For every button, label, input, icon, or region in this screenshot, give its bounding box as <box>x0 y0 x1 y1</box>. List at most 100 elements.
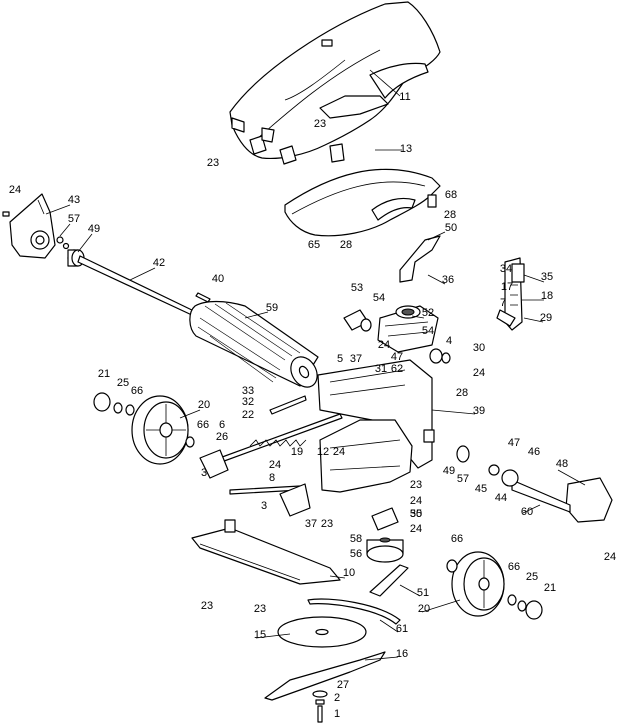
part-57-washer <box>62 242 70 250</box>
callout-c42: 42 <box>153 257 165 269</box>
callout-c66c: 66 <box>451 533 463 545</box>
callout-c8: 8 <box>269 472 275 484</box>
callout-c32: 32 <box>242 396 254 408</box>
callout-c45: 45 <box>475 483 487 495</box>
part-35-height-lever <box>496 257 525 331</box>
callout-c24a: 24 <box>9 184 21 196</box>
callout-c43: 43 <box>68 194 80 206</box>
part-55-plate <box>371 507 399 531</box>
callout-c54a: 54 <box>373 292 385 304</box>
part-11-catcher-cover <box>229 1 441 165</box>
callout-c24h: 24 <box>604 551 616 563</box>
callout-c1: 1 <box>334 708 340 720</box>
callout-c50: 50 <box>445 222 457 234</box>
callout-c20a: 20 <box>198 399 210 411</box>
callout-c49b: 49 <box>443 465 455 477</box>
part-24-screw <box>2 211 10 217</box>
part-48-chain-guard <box>565 477 613 523</box>
callout-c47a: 47 <box>391 351 403 363</box>
callout-c33: 33 <box>242 385 254 397</box>
part-3-bracket <box>279 483 311 517</box>
callout-c66b: 66 <box>197 419 209 431</box>
callout-c57b: 57 <box>457 473 469 485</box>
callout-c22: 22 <box>242 409 254 421</box>
callout-c3a: 3 <box>201 467 207 479</box>
callout-c66a: 66 <box>131 385 143 397</box>
part-49-bearing <box>456 445 470 463</box>
callout-c36: 36 <box>442 274 454 286</box>
callout-c60: 60 <box>521 506 533 518</box>
part-66-washer <box>125 404 135 416</box>
callout-c54b: 54 <box>422 325 434 337</box>
callout-c19: 19 <box>291 446 303 458</box>
callout-c16: 16 <box>396 648 408 660</box>
callout-c51: 51 <box>417 587 429 599</box>
callout-c24d: 24 <box>333 446 345 458</box>
callout-c21a: 21 <box>98 368 110 380</box>
callout-c53: 53 <box>351 282 363 294</box>
callout-c18: 18 <box>541 290 553 302</box>
part-20-wheel-right <box>451 551 505 617</box>
callout-c23e: 23 <box>201 600 213 612</box>
callout-c24g: 24 <box>410 523 422 535</box>
callout-c11: 11 <box>399 91 410 103</box>
callout-c2: 2 <box>334 692 340 704</box>
part-21-hub <box>525 600 543 620</box>
callout-c46: 46 <box>528 446 540 458</box>
part-15-disc <box>277 616 367 648</box>
callout-c34: 34 <box>500 263 512 275</box>
callout-c3b: 3 <box>261 500 267 512</box>
part-40-pin <box>195 292 211 303</box>
callout-c68: 68 <box>445 189 457 201</box>
callout-c26: 26 <box>216 431 228 443</box>
callout-c30b: 30 <box>410 508 422 520</box>
callout-c39: 39 <box>473 405 485 417</box>
part-51-belt <box>369 564 409 597</box>
part-20-wheel-left <box>131 395 189 465</box>
part-10-front-plate <box>191 519 341 585</box>
callout-c55: 55 <box>410 508 422 520</box>
part-57-washer <box>56 236 64 244</box>
part-59-roller <box>189 300 319 388</box>
callout-c12: 12 <box>317 446 329 458</box>
callout-c52: 52 <box>422 307 434 319</box>
callout-c66d: 66 <box>508 561 520 573</box>
leader-lines <box>45 69 586 661</box>
callout-c61: 61 <box>396 623 408 635</box>
callout-c28c: 28 <box>456 387 468 399</box>
callout-c37b: 37 <box>305 518 317 530</box>
part-2-nut <box>315 699 325 705</box>
callout-c24e: 24 <box>269 459 281 471</box>
callout-c29: 29 <box>540 312 552 324</box>
callout-c31: 31 <box>375 363 387 375</box>
part-56-pulley <box>366 537 404 563</box>
callout-c47b: 47 <box>508 437 520 449</box>
part-25-nut <box>517 600 527 612</box>
part-45-gear <box>488 464 500 476</box>
part-4-nut <box>441 352 451 364</box>
callout-c5: 5 <box>337 353 343 365</box>
callout-c59: 59 <box>266 302 278 314</box>
callout-c25b: 25 <box>526 571 538 583</box>
part-68-clip <box>427 194 437 208</box>
callout-c21b: 21 <box>544 582 556 594</box>
part-54-bearing <box>429 348 443 364</box>
callout-c28b: 28 <box>340 239 352 251</box>
part-21-hub <box>93 392 111 412</box>
callout-c13: 13 <box>400 143 412 155</box>
part-22-spring <box>249 439 307 447</box>
part-54-bearing <box>360 318 372 332</box>
callout-c37a: 37 <box>350 353 362 365</box>
callout-c25a: 25 <box>117 377 129 389</box>
part-25-nut <box>113 402 123 414</box>
callout-c48: 48 <box>556 458 568 470</box>
part-13-catcher-base <box>284 168 441 237</box>
part-42-shaft <box>77 255 197 317</box>
callout-c62: 62 <box>391 363 403 375</box>
callout-c44: 44 <box>495 492 507 504</box>
callout-c23f: 23 <box>254 603 266 615</box>
callout-c40: 40 <box>212 273 224 285</box>
part-16-blade <box>264 651 386 701</box>
